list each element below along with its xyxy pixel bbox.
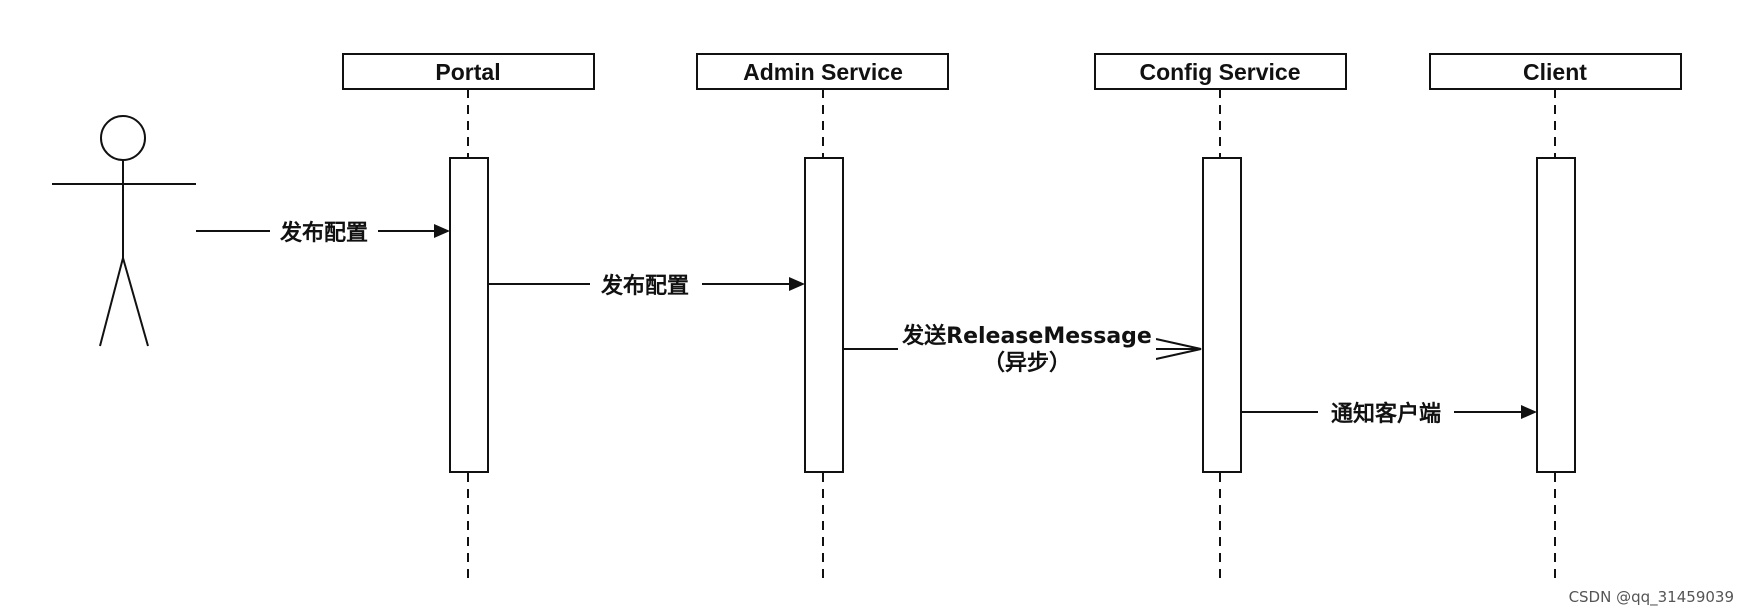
arrowhead-filled (789, 277, 805, 291)
activation-config-service (1202, 157, 1242, 473)
message-3: 发送ReleaseMessage （异步） (843, 318, 1202, 376)
participant-label-config-service: Config Service (1139, 59, 1300, 85)
arrowhead-open (1155, 338, 1202, 360)
activation-admin-service (804, 157, 844, 473)
message-label-1: 发布配置 (279, 220, 368, 246)
message-2: 发布配置 (488, 270, 805, 299)
actor-head (100, 115, 146, 161)
actor-left-leg (99, 257, 124, 347)
watermark: CSDN @qq_31459039 (1568, 588, 1734, 606)
message-sublabel-3: （异步） (983, 350, 1071, 376)
message-label-4: 通知客户端 (1331, 401, 1441, 427)
actor-right-leg (122, 257, 149, 347)
message-1: 发布配置 (196, 217, 450, 246)
participant-label-portal: Portal (435, 59, 500, 85)
arrowhead-filled (434, 224, 450, 238)
actor-figure (52, 115, 196, 347)
participant-portal: Portal (342, 53, 595, 90)
participant-client: Client (1429, 53, 1682, 90)
participant-label-admin-service: Admin Service (743, 59, 903, 85)
message-4: 通知客户端 (1241, 398, 1537, 427)
message-label-3: 发送ReleaseMessage (901, 323, 1152, 349)
participant-label-client: Client (1523, 59, 1587, 85)
participant-admin-service: Admin Service (696, 53, 949, 90)
participant-config-service: Config Service (1094, 53, 1347, 90)
arrowhead-filled (1521, 405, 1537, 419)
activation-portal (449, 157, 489, 473)
message-label-2: 发布配置 (600, 273, 689, 299)
activation-client (1536, 157, 1576, 473)
